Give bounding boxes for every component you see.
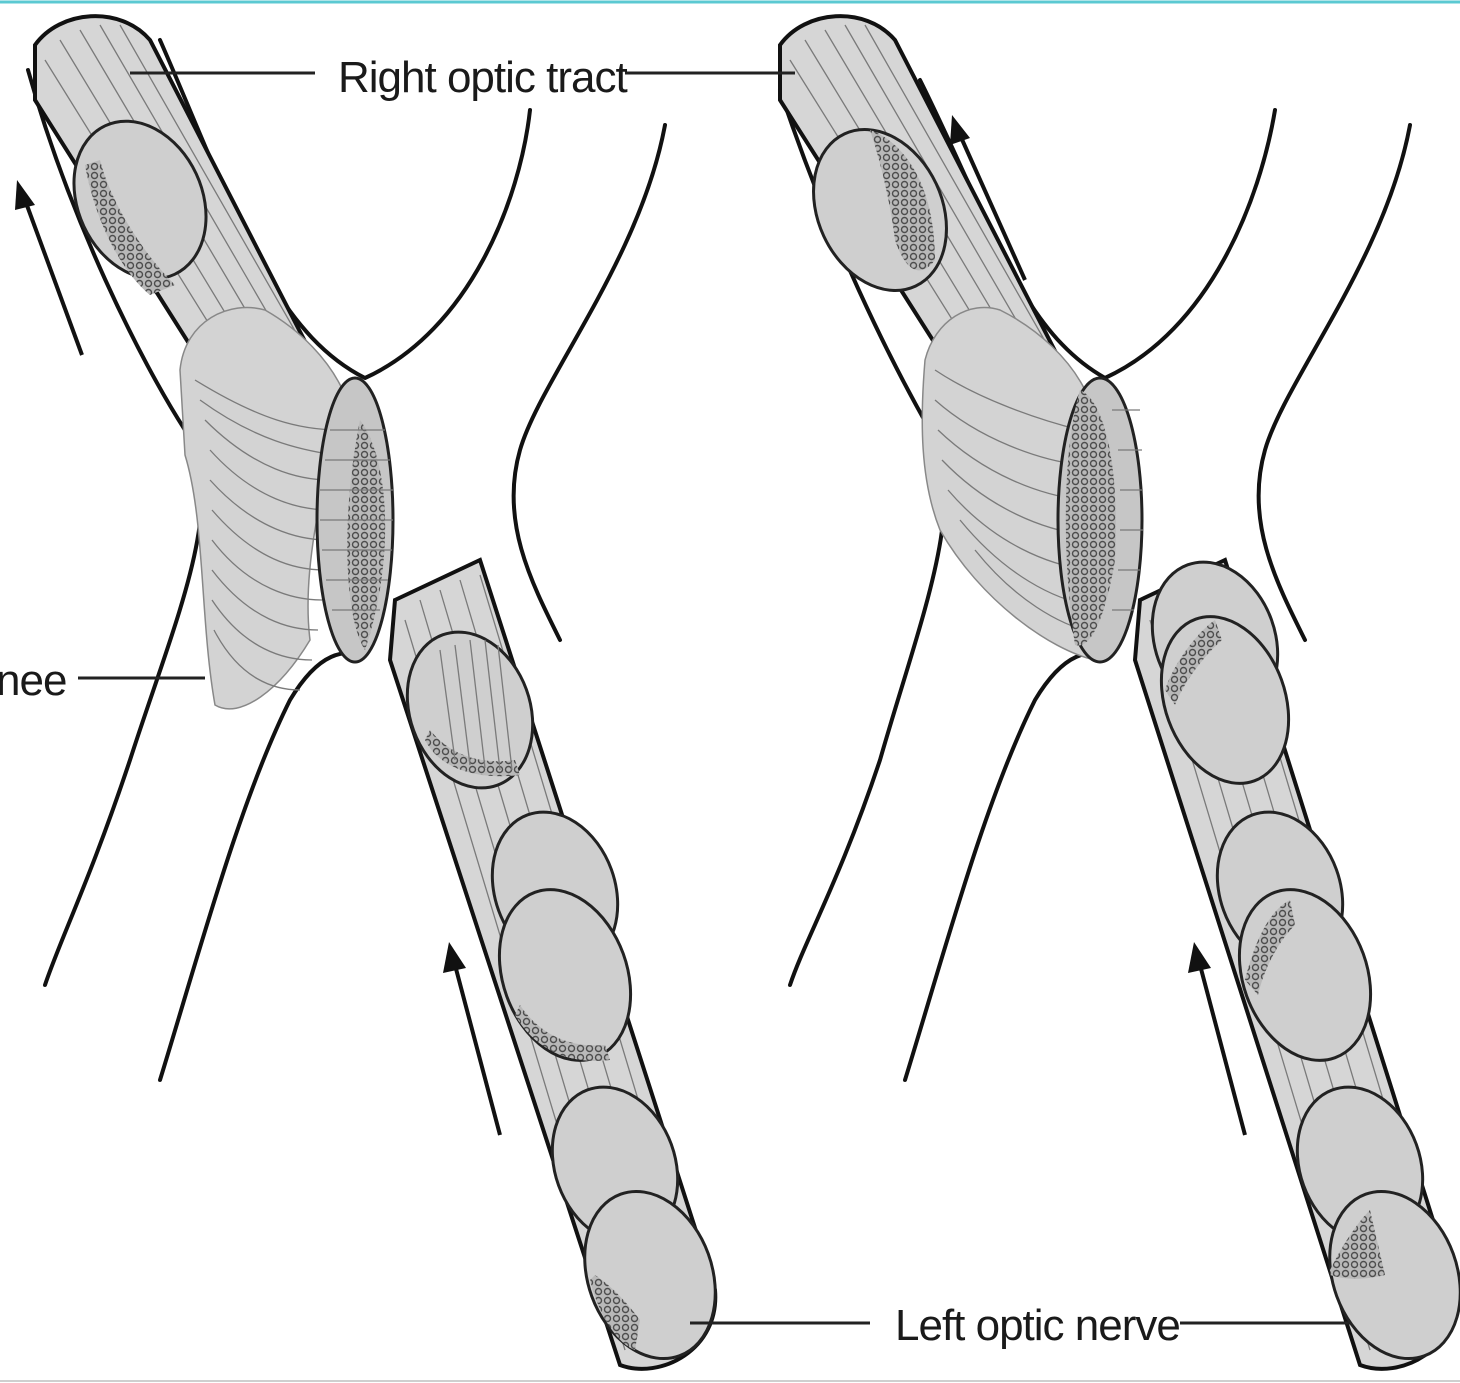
right-chiasm-outline-3 <box>1259 125 1410 640</box>
label-right-optic-tract: Right optic tract <box>338 53 627 102</box>
label-left-optic-nerve: Left optic nerve <box>895 1301 1180 1350</box>
left-chiasm-outline-3 <box>514 125 665 640</box>
right-chiasm-diagram <box>625 16 1460 1377</box>
right-chiasm-outline-4 <box>905 653 1110 1080</box>
label-knee-partial: nee <box>0 656 66 705</box>
left-chiasm-outline-4 <box>160 653 365 1080</box>
left-chiasm-diagram <box>15 16 738 1377</box>
